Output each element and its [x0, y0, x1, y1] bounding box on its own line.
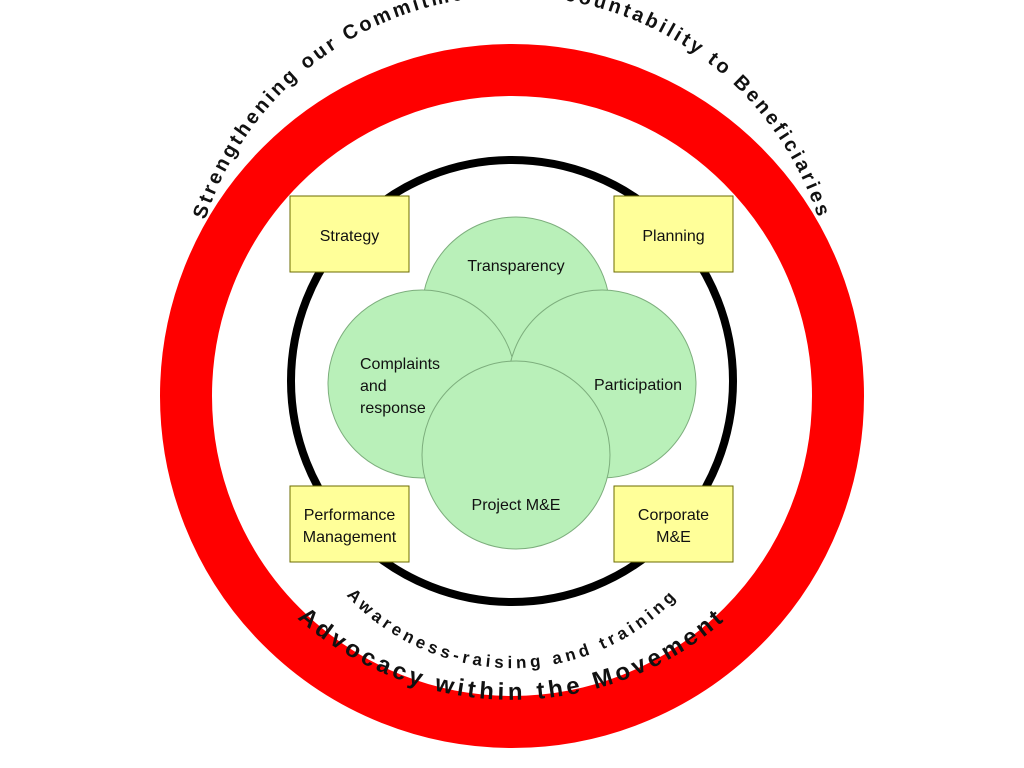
box-planning [613, 195, 734, 273]
circle-project-me [421, 360, 611, 550]
label-participation: Participation [594, 377, 682, 394]
label-complaints-line-1: Complaints [360, 356, 440, 373]
inner-ring [287, 156, 737, 606]
label-complaints-line-3: response [360, 400, 426, 417]
box-corporate-label-line-1: Corporate [638, 507, 709, 524]
box-performance-label-line-1: Performance [304, 507, 396, 524]
label-project-me: Project M&E [472, 497, 561, 514]
box-corporate [613, 485, 734, 563]
box-strategy-label: Strategy [320, 228, 380, 245]
box-corporate-label-line-2: M&E [656, 529, 691, 546]
box-performance [289, 485, 410, 563]
label-complaints-line-2: and [360, 378, 387, 395]
box-strategy [289, 195, 410, 273]
box-performance-label-line-2: Management [303, 529, 397, 546]
outer-ring [160, 44, 864, 748]
box-planning-label: Planning [642, 228, 704, 245]
label-transparency: Transparency [467, 258, 564, 275]
circle-group [327, 216, 697, 550]
